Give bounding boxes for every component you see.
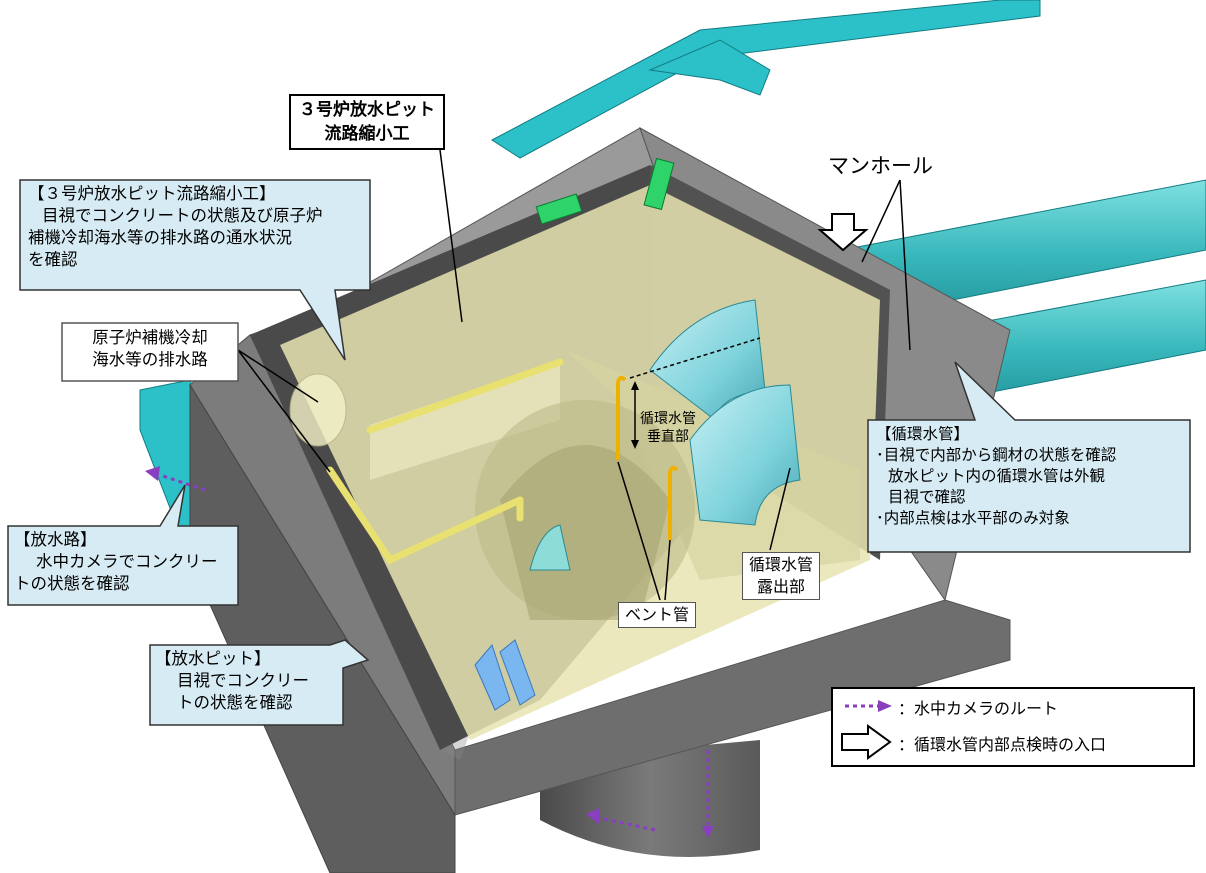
note-reduction-work-heading: 【３号炉放水ピット流路縮小工】 [28,184,276,203]
note-circulating-pipe-line-3: 放水ピット内の循環水管は外観 [888,467,1106,485]
label-drainage-path-line-2: 海水等の排水路 [92,350,208,369]
title-box: ３号炉放水ピット 流路縮小工 [289,94,445,150]
note-discharge-pit: 【放水ピット】 目視でコンクリー トの状態を確認 [155,648,309,714]
drain-opening [289,373,347,447]
label-pipe-exposed-line-1: 循環水管 [749,555,814,574]
label-pipe-vertical: 循環水管 垂直部 [640,410,696,446]
note-reduction-work-line-4: を確認 [28,250,78,269]
label-pipe-vertical-line-1: 循環水管 [640,411,696,427]
note-circulating-pipe-heading: 【循環水管】 [876,425,970,443]
note-discharge-channel-line-2: 水中カメラでコンクリー [36,552,218,571]
callout-discharge-channel [7,484,239,606]
note-discharge-pit-line-3: トの状態を確認 [177,693,293,712]
drainage-label-box [61,322,239,382]
green-vent-1 [535,193,583,225]
label-drainage-path-line-1: 原子炉補機冷却 [92,328,208,347]
note-discharge-channel: 【放水路】 水中カメラでコンクリー トの状態を確認 [14,529,218,595]
callout-reduction-work [19,179,371,361]
note-circulating-pipe-line-5: ･内部点検は水平部のみ対象 [876,509,1070,527]
label-drainage-path: 原子炉補機冷却 海水等の排水路 [70,327,230,371]
note-discharge-pit-line-2: 目視でコンクリー [177,671,309,690]
title-line-1: ３号炉放水ピット [299,100,435,120]
note-discharge-channel-line-3: トの状態を確認 [14,574,130,593]
camera-route-lines [159,473,710,832]
legend-entry-arrow [841,724,892,760]
legend-box [831,687,1195,767]
label-pipe-exposed-line-2: 露出部 [757,577,806,596]
drainage-pipes [326,358,564,565]
inspection-entry-arrow [817,213,869,252]
note-discharge-channel-heading: 【放水路】 [14,530,97,549]
callout-circulating-pipe [867,361,1191,553]
vent-pipes [616,375,679,540]
callout-discharge-pit [149,639,370,726]
label-pipe-exposed: 循環水管 露出部 [742,552,821,600]
note-circulating-pipe-line-4: 目視で確認 [888,488,966,506]
back-pipe-frame [491,0,1041,159]
label-manhole: マンホール [828,154,933,178]
note-reduction-work-line-3: 補機冷却海水等の排水路の通水状況 [28,228,292,247]
note-circulating-pipe-line-2: ･目視で内部から鋼材の状態を確認 [876,446,1117,464]
note-discharge-pit-heading: 【放水ピット】 [155,649,271,668]
bend-pipe-lower [689,384,801,526]
access-ladder [474,639,536,711]
title-line-2: 流路縮小工 [324,124,410,144]
note-reduction-work-line-2: 目視でコンクリートの状態及び原子炉 [42,206,323,225]
note-circulating-pipe: 【循環水管】 ･目視で内部から鋼材の状態を確認 放水ピット内の循環水管は外観 目… [876,424,1116,529]
label-pipe-vertical-line-2: 垂直部 [647,429,689,445]
legend-inspection-entry: ：循環水管内部点検時の入口 [898,735,1107,754]
label-vent-pipe: ベント管 [618,602,697,628]
note-reduction-work: 【３号炉放水ピット流路縮小工】 目視でコンクリートの状態及び原子炉 補機冷却海水… [28,183,323,271]
leader-lines [237,149,911,601]
legend-camera-route: ：水中カメラのルート [898,699,1059,718]
concrete-pit [189,126,1011,873]
green-vent-2 [643,157,675,211]
